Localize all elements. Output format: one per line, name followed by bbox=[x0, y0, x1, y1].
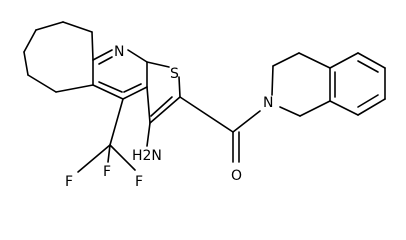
chemical-structure: N S N O H2N F F F bbox=[23, 21, 386, 190]
structure-canvas: N S N O H2N F F F bbox=[23, 21, 386, 190]
cycloheptane-ring bbox=[23, 21, 94, 93]
amide-nitrogen-label: N bbox=[263, 95, 273, 111]
carbonyl-oxygen-label: O bbox=[231, 168, 242, 184]
fluorine-left-label: F bbox=[65, 174, 73, 190]
trifluoromethyl-group bbox=[77, 98, 136, 173]
amine-label: H2N bbox=[132, 148, 162, 164]
carbonyl-group bbox=[179, 96, 261, 163]
amine-bond bbox=[146, 122, 151, 147]
thiophene-ring bbox=[146, 61, 181, 124]
pyridine-ring bbox=[92, 49, 148, 100]
pyridine-nitrogen-label: N bbox=[114, 44, 124, 60]
thiophene-sulfur-label: S bbox=[170, 66, 179, 82]
fluorine-right-label: F bbox=[135, 174, 143, 190]
fluorine-top-label: F bbox=[103, 164, 111, 180]
tetrahydroisoquinoline bbox=[271, 52, 386, 117]
